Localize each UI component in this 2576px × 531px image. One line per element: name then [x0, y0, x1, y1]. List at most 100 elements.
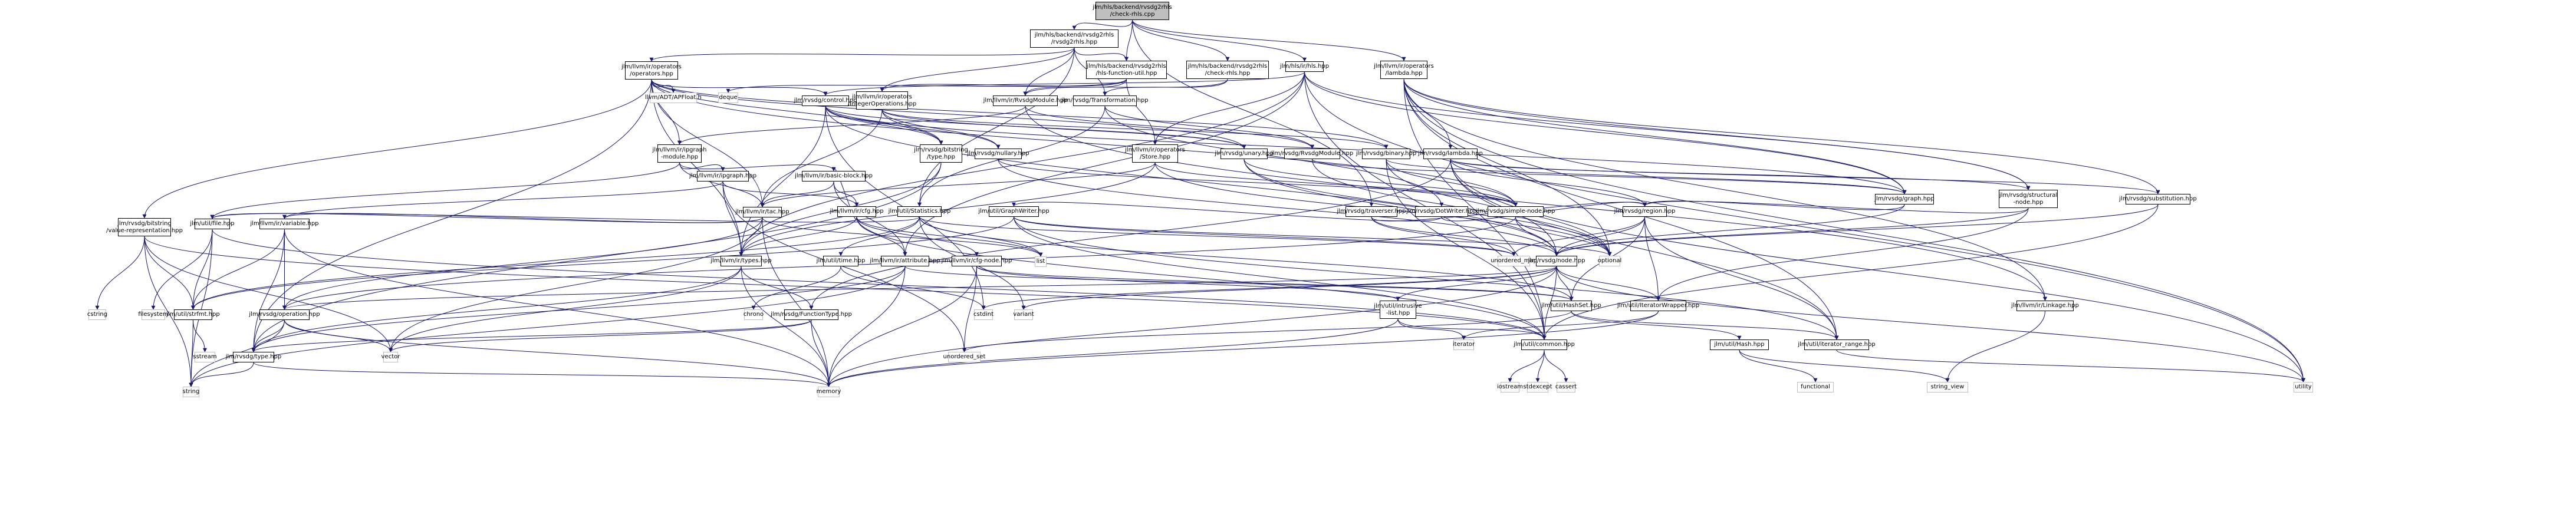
graph-node-lambda[interactable]: jlm/rvsdg/lambda.hpp	[1418, 149, 1483, 159]
node-label: jlm/rvsdg/node.hpp	[1528, 258, 1585, 264]
graph-node-structural[interactable]: jlm/rvsdg/structural -node.hpp	[1999, 190, 2058, 208]
graph-node-time[interactable]: jlm/util/time.hpp	[817, 256, 865, 266]
graph-node-control[interactable]: jlm/rvsdg/control.hpp	[794, 95, 857, 106]
edge-substitution-to-node	[1554, 204, 2159, 256]
edge-valrep-to-strfmt	[144, 236, 195, 310]
graph-node-node[interactable]: jlm/rvsdg/node.hpp	[1528, 256, 1585, 266]
edge-iterwrapper-to-iterator	[1462, 311, 1659, 340]
node-label: jlm/rvsdg/simple-node.hpp	[1476, 208, 1555, 215]
node-label: jlm/llvm/ir/RvsdgModule.hpp	[983, 97, 1068, 104]
edge-substitution-to-common	[1542, 204, 2159, 340]
node-label: jlm/hls/ir/hls.hpp	[1279, 63, 1330, 70]
node-label: jlm/rvsdg/region.hpp	[1614, 208, 1676, 215]
graph-node-cfgnode[interactable]: jlm/llvm/ir/cfg-node.hpp	[942, 256, 1012, 266]
graph-node-ipgraph[interactable]: jlm/llvm/ir/ipgraph.hpp	[689, 171, 756, 182]
graph-node-hls[interactable]: jlm/hls/ir/hls.hpp	[1280, 61, 1329, 72]
graph-node-bitstringtype[interactable]: jlm/rvsdg/bitstring /type.hpp	[914, 144, 968, 163]
node-label: unordered_set	[943, 354, 986, 360]
edge-common-to-iostream	[1508, 349, 1545, 382]
graph-node-rvsdgtype[interactable]: jlm/rvsdg/type.hpp	[226, 352, 281, 362]
edge-tac-to-list	[762, 217, 1043, 257]
graph-node-intrusive[interactable]: jlm/util/intrusive -list.hpp	[1374, 301, 1422, 319]
graph-node-intops[interactable]: jlm/llvm/ir/operators /IntegerOperations…	[848, 91, 916, 110]
edge-transformation-to-dotwriter	[1104, 105, 1444, 207]
graph-node-basicblock[interactable]: jlm/llvm/ir/basic-block.hpp	[795, 171, 873, 182]
graph-node-graphwriter[interactable]: jlm/util/GraphWriter.hpp	[978, 206, 1050, 217]
graph-node-valrep[interactable]: jlm/rvsdg/bitstring /value-representatio…	[106, 218, 183, 236]
edge-basicblock-to-attribute	[833, 181, 907, 256]
node-label: jlm/llvm/ir/variable.hpp	[250, 220, 319, 227]
graph-node-common[interactable]: jlm/util/common.hpp	[1514, 339, 1575, 350]
graph-node-llvmrvsdgmodule[interactable]: jlm/llvm/ir/RvsdgModule.hpp	[983, 95, 1067, 106]
node-label: jlm/rvsdg/bitstring /value-representatio…	[106, 220, 183, 234]
graph-node-strfmt[interactable]: jlm/util/strfmt.hpp	[166, 309, 220, 320]
edge-store-to-simplenode	[1154, 162, 1518, 207]
graph-node-iterrange[interactable]: jlm/util/iterator_range.hpp	[1798, 339, 1876, 350]
graph-node-substitution[interactable]: jlm/rvsdg/substitution.hpp	[2119, 194, 2197, 205]
edge-ipgraph-to-cfg	[722, 181, 859, 207]
graph-node-cfg[interactable]: jlm/llvm/ir/cfg.hpp	[830, 206, 884, 217]
edge-checkrhls-to-llvmrvsdgmodule	[1023, 78, 1228, 96]
edge-root-to-hlsfu	[1124, 19, 1133, 61]
graph-node-unary[interactable]: jlm/rvsdg/unary.hpp	[1215, 149, 1274, 159]
node-label: jlm/llvm/ir/attribute.hpp	[870, 258, 940, 264]
graph-node-checkrhls[interactable]: jlm/hls/backend/rvsdg2rhls /check-rhls.h…	[1186, 61, 1269, 79]
graph-node-variable[interactable]: jlm/llvm/ir/variable.hpp	[250, 219, 319, 229]
node-label: jlm/rvsdg/structural -node.hpp	[1999, 192, 2058, 206]
graph-node-tac[interactable]: jlm/llvm/ir/tac.hpp	[735, 207, 789, 217]
graph-node-ipgraphmodule[interactable]: jlm/llvm/ir/ipgraph -module.hpp	[653, 144, 706, 163]
graph-node-region[interactable]: jlm/rvsdg/region.hpp	[1614, 206, 1675, 217]
graph-node-store[interactable]: jlm/llvm/ir/operators /Store.hpp	[1125, 144, 1185, 163]
graph-node-file[interactable]: jlm/util/file.hpp	[190, 219, 235, 229]
graph-node-statistics[interactable]: jlm/util/Statistics.hpp	[889, 206, 950, 217]
graph-node-root[interactable]: jlm/hls/backend/rvsdg2rhls /check-rhls.c…	[1093, 2, 1172, 20]
graph-node-hlsfu[interactable]: jlm/hls/backend/rvsdg2rhls /hls-function…	[1086, 61, 1167, 79]
graph-node-functiontype[interactable]: jlm/rvsdg/FunctionType.hpp	[771, 309, 852, 320]
graph-node-vector: vector	[381, 352, 400, 362]
node-label: deque	[719, 94, 738, 101]
graph-node-attribute[interactable]: jlm/llvm/ir/attribute.hpp	[870, 256, 940, 266]
edge-rvsdg2rhls-to-intops	[880, 47, 1075, 92]
edge-variable-to-memory	[284, 229, 831, 387]
graph-node-traverser[interactable]: jlm/rvsdg/traverser.hpp	[1337, 206, 1406, 217]
node-label: string_view	[1930, 384, 1965, 390]
graph-node-lambdaop[interactable]: jlm/llvm/ir/operators /lambda.hpp	[1374, 61, 1434, 79]
node-label: jlm/util/common.hpp	[1514, 341, 1575, 348]
edge-common-to-cassert	[1544, 349, 1568, 382]
edge-lambdaop-to-linkage	[1403, 78, 2047, 301]
edge-control-to-types	[739, 105, 826, 256]
node-label: jlm/util/Statistics.hpp	[888, 208, 951, 215]
node-label: jlm/rvsdg/type.hpp	[225, 354, 282, 360]
edge-intops-to-unary	[881, 109, 1246, 149]
graph-node-linkage[interactable]: jlm/llvm/ir/Linkage.hpp	[2011, 301, 2079, 311]
edge-region-to-iterrange	[1644, 216, 1839, 340]
node-label: memory	[816, 388, 841, 395]
graph-node-hash[interactable]: jlm/util/Hash.hpp	[1710, 339, 1769, 350]
graph-node-optional: optional	[1598, 256, 1621, 266]
graph-node-types[interactable]: jlm/llvm/ir/types.hpp	[710, 256, 772, 266]
graph-node-operators[interactable]: jlm/llvm/ir/operators /operators.hpp	[621, 61, 682, 80]
graph-node-operation[interactable]: jlm/rvsdg/operation.hpp	[249, 309, 320, 320]
node-label: jlm/util/GraphWriter.hpp	[978, 208, 1050, 215]
graph-node-nullary[interactable]: jlm/rvsdg/nullary.hpp	[967, 149, 1029, 159]
edge-iterwrapper-to-memory	[827, 311, 1659, 387]
edge-tac-to-operation	[282, 217, 763, 310]
edge-ipgraph-to-variable	[282, 181, 723, 219]
graph-node-rvsdgmodule[interactable]: jlm/rvsdg/RvsdgModule.hpp	[1271, 149, 1353, 159]
graph-node-hashset[interactable]: jlm/util/HashSet.hpp	[1541, 301, 1601, 311]
edge-rvsdgtype-to-memory	[253, 362, 831, 387]
graph-node-dotwriter[interactable]: jlm/rvsdg/DotWriter.hpp	[1406, 206, 1477, 217]
edge-lambdaop-to-lambda	[1403, 78, 1453, 149]
edge-root-to-rvsdg2rhls	[1072, 19, 1133, 30]
edge-region-to-node	[1554, 216, 1645, 256]
graph-node-rvsdg2rhls[interactable]: jlm/hls/backend/rvsdg2rhls /rvsdg2rhls.h…	[1030, 29, 1118, 48]
edge-binary-to-simplenode	[1386, 159, 1518, 207]
graph-node-simplenode[interactable]: jlm/rvsdg/simple-node.hpp	[1476, 206, 1555, 217]
graph-node-transformation[interactable]: jlm/rvsdg/Transformation.hpp	[1061, 95, 1149, 106]
edge-cfgnode-to-memory	[827, 266, 977, 387]
graph-node-binary[interactable]: jlm/rvsdg/binary.hpp	[1356, 149, 1416, 159]
graph-node-iterwrapper[interactable]: jlm/util/IteratorWrapper.hpp	[1617, 301, 1699, 311]
node-label: utility	[2295, 384, 2312, 390]
graph-node-graph[interactable]: jlm/rvsdg/graph.hpp	[1874, 194, 1935, 205]
graph-node-unordered_set: unordered_set	[943, 352, 985, 362]
